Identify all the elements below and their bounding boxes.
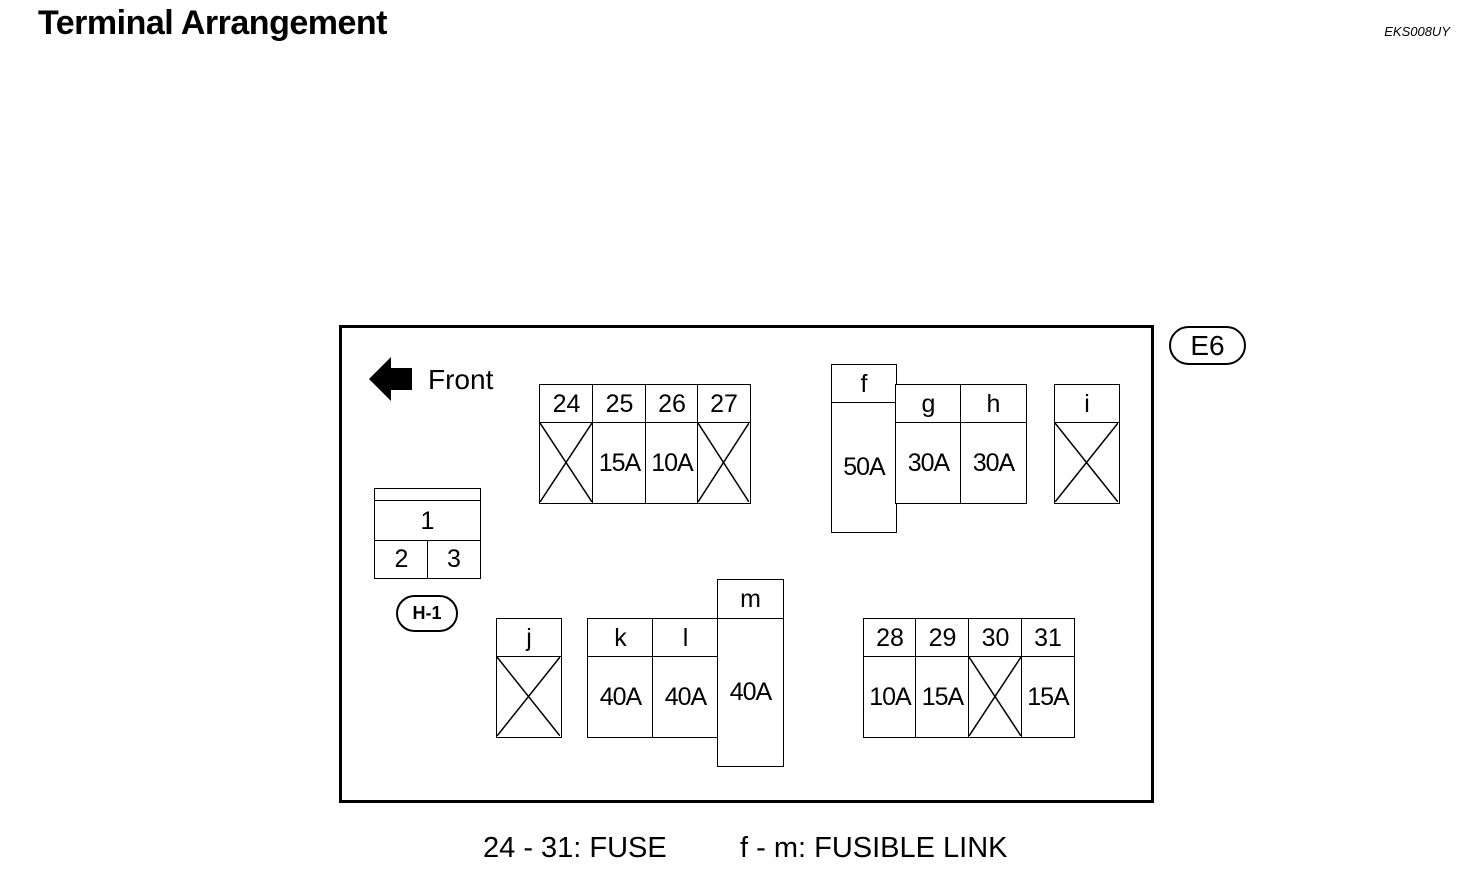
link-number: j [496, 618, 562, 658]
fuse-number: 31 [1021, 618, 1075, 658]
link-number: l [652, 618, 719, 658]
link-rating: 40A [717, 618, 784, 767]
legend-fusible-link: f - m: FUSIBLE LINK [740, 832, 1008, 864]
fuse-rating: 15A [592, 422, 647, 504]
fuse-number: 28 [863, 618, 917, 658]
link-number: g [895, 384, 962, 424]
fuse-rating: 15A [1021, 656, 1075, 738]
link-number: k [587, 618, 654, 658]
front-arrow-icon [369, 357, 412, 401]
empty-slot-cross-icon [540, 423, 592, 502]
link-number: f [831, 364, 897, 404]
fuse-rating: 10A [863, 656, 917, 738]
fuse-number: 30 [968, 618, 1023, 658]
legend-fuse: 24 - 31: FUSE [483, 832, 667, 864]
fuse-rating: 15A [915, 656, 970, 738]
link-rating: 50A [831, 402, 897, 533]
fuse-number: 27 [697, 384, 751, 424]
relay-terminal-2: 2 [374, 540, 429, 579]
empty-slot-cross-icon [698, 423, 749, 502]
fuse-number: 25 [592, 384, 647, 424]
relay-terminal-3: 3 [427, 540, 481, 579]
fuse-slot-empty [697, 422, 751, 504]
fuse-number: 24 [539, 384, 594, 424]
page-title: Terminal Arrangement [38, 4, 387, 42]
fuse-box-frame [339, 325, 1154, 803]
empty-slot-cross-icon [969, 657, 1021, 736]
link-rating: 30A [960, 422, 1027, 504]
front-label: Front [428, 364, 494, 395]
relay-terminal-1: 1 [374, 500, 481, 542]
relay-badge: H-1 [396, 595, 458, 632]
link-number: i [1054, 384, 1120, 424]
connector-badge: E6 [1169, 326, 1246, 365]
link-slot-empty [1054, 422, 1120, 504]
link-rating: 40A [587, 656, 654, 738]
empty-slot-cross-icon [1055, 423, 1118, 502]
fuse-number: 29 [915, 618, 970, 658]
empty-slot-cross-icon [497, 657, 560, 736]
fuse-number: 26 [645, 384, 699, 424]
link-rating: 40A [652, 656, 719, 738]
link-rating: 30A [895, 422, 962, 504]
link-number: h [960, 384, 1027, 424]
fuse-slot-empty [539, 422, 594, 504]
fuse-slot-empty [968, 656, 1023, 738]
figure-code: EKS008UY [1384, 24, 1450, 39]
fuse-rating: 10A [645, 422, 699, 504]
link-number: m [717, 579, 784, 620]
link-slot-empty [496, 656, 562, 738]
